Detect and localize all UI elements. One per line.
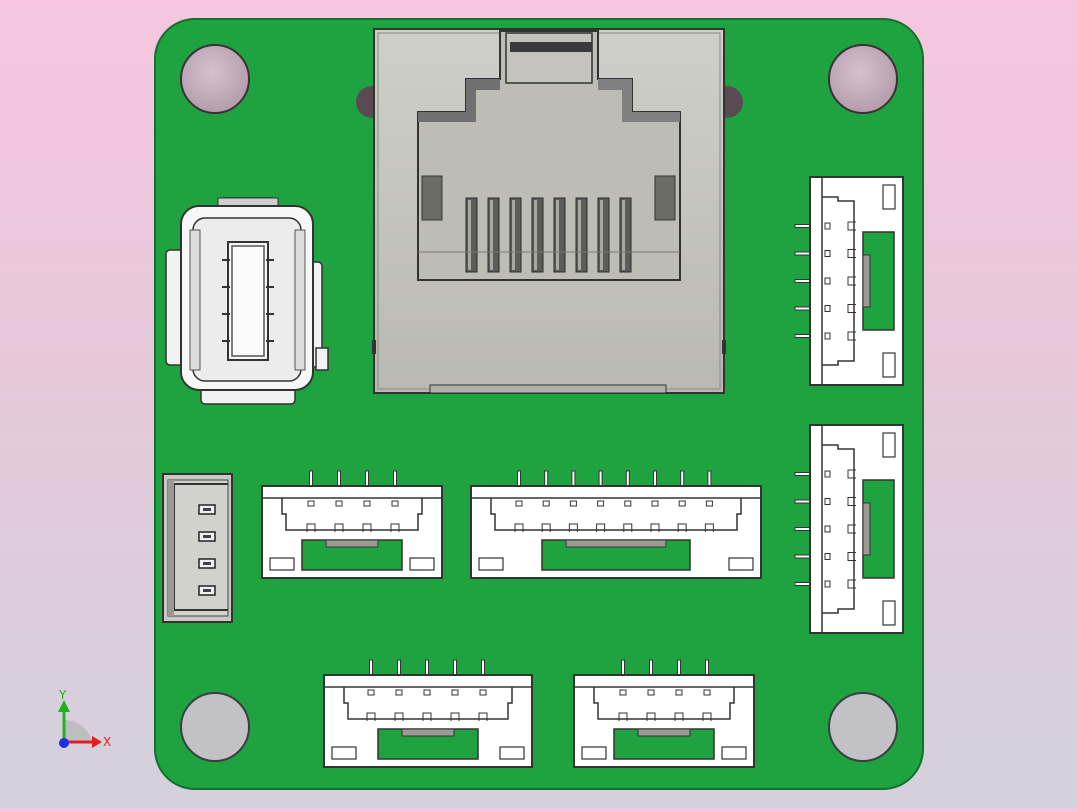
usb-a-receptacle[interactable] [165, 197, 329, 405]
connector-pin [425, 659, 429, 676]
connector-pin [393, 470, 397, 487]
connector-pin [794, 306, 811, 311]
rj45-contact [487, 197, 500, 273]
rj45-contact [619, 197, 632, 273]
mounting-hole-bottom-left [180, 692, 250, 762]
connector-pin [794, 472, 811, 476]
connector-pin [621, 659, 625, 676]
rj45-contact [553, 197, 566, 273]
rj45-contact [465, 197, 478, 273]
jst-connector-5-pin-right-bottom[interactable] [794, 424, 904, 634]
mounting-hole-bottom-right [828, 692, 898, 762]
side-header-pin [198, 504, 216, 515]
mounting-hole-top-right [828, 44, 898, 114]
connector-pin [598, 470, 603, 487]
connector-pin [794, 582, 811, 586]
y-axis-label: Y [58, 688, 67, 702]
side-header-pin [198, 585, 216, 596]
jst-connector-5-pin-bottom[interactable] [323, 659, 533, 768]
connector-pin [337, 470, 341, 487]
connector-pin [794, 279, 811, 283]
connector-pin [309, 470, 313, 487]
connector-pin [369, 659, 373, 676]
connector-pin [481, 659, 485, 676]
pcb-board[interactable] [154, 18, 924, 790]
jst-connector-8-pin[interactable] [470, 470, 762, 579]
connector-pin [365, 470, 369, 487]
connector-pin [397, 659, 401, 676]
mounting-hole-top-left [180, 44, 250, 114]
z-axis-point [59, 738, 69, 748]
rj45-contact [575, 197, 588, 273]
side-header-4-pin[interactable] [162, 473, 233, 623]
x-axis-label: X [103, 735, 111, 749]
rj45-contact [509, 197, 522, 273]
connector-pin [625, 470, 630, 487]
connector-pin [680, 470, 685, 487]
rj45-contact [531, 197, 544, 273]
usb-contacts [222, 259, 274, 342]
jst-connector-5-pin-right-top[interactable] [794, 176, 904, 386]
coordinate-triad: Y X [58, 688, 111, 749]
ethernet-rj45-jack[interactable] [356, 28, 743, 394]
connector-pin [677, 659, 681, 676]
connector-pin [794, 251, 811, 256]
jst-connectors [261, 176, 904, 768]
connector-pin [794, 334, 811, 338]
connector-pin [705, 659, 709, 676]
connector-pin [453, 659, 457, 676]
jst-connector-4-pin-bottom[interactable] [573, 659, 755, 768]
side-header-pins [198, 504, 216, 596]
rj45-contacts [465, 197, 632, 273]
connector-pin [707, 470, 712, 487]
connector-pin [653, 470, 657, 487]
connector-pin [794, 554, 811, 559]
connector-pin [794, 527, 811, 531]
mounting-holes [180, 44, 898, 762]
connector-pin [544, 470, 549, 487]
connector-pin [571, 470, 576, 487]
side-header-pin [198, 531, 216, 542]
rj45-contact [597, 197, 610, 273]
jst-connector-4-pin[interactable] [261, 470, 443, 579]
connector-pin [517, 470, 521, 487]
connector-pin [794, 499, 811, 504]
connector-pin [649, 659, 653, 676]
connector-pin [794, 224, 811, 228]
side-header-pin [198, 558, 216, 569]
